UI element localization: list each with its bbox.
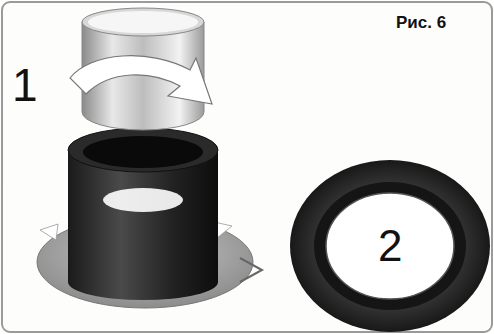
sleeve-inside	[88, 11, 198, 33]
seal-hole	[326, 193, 454, 299]
seal-lip	[314, 182, 466, 310]
chevron	[240, 258, 262, 282]
cylinder-top	[68, 128, 218, 172]
bore-light	[103, 188, 183, 212]
seal-ring	[290, 160, 490, 332]
sleeve-top	[82, 8, 204, 36]
callout-number: 2	[378, 224, 402, 268]
figure-title: Рис. 6	[396, 14, 446, 31]
cylinder-bore	[83, 136, 203, 168]
side-arrow	[40, 224, 58, 240]
callout-number: 1	[12, 62, 38, 108]
twist-arrow	[70, 56, 212, 104]
